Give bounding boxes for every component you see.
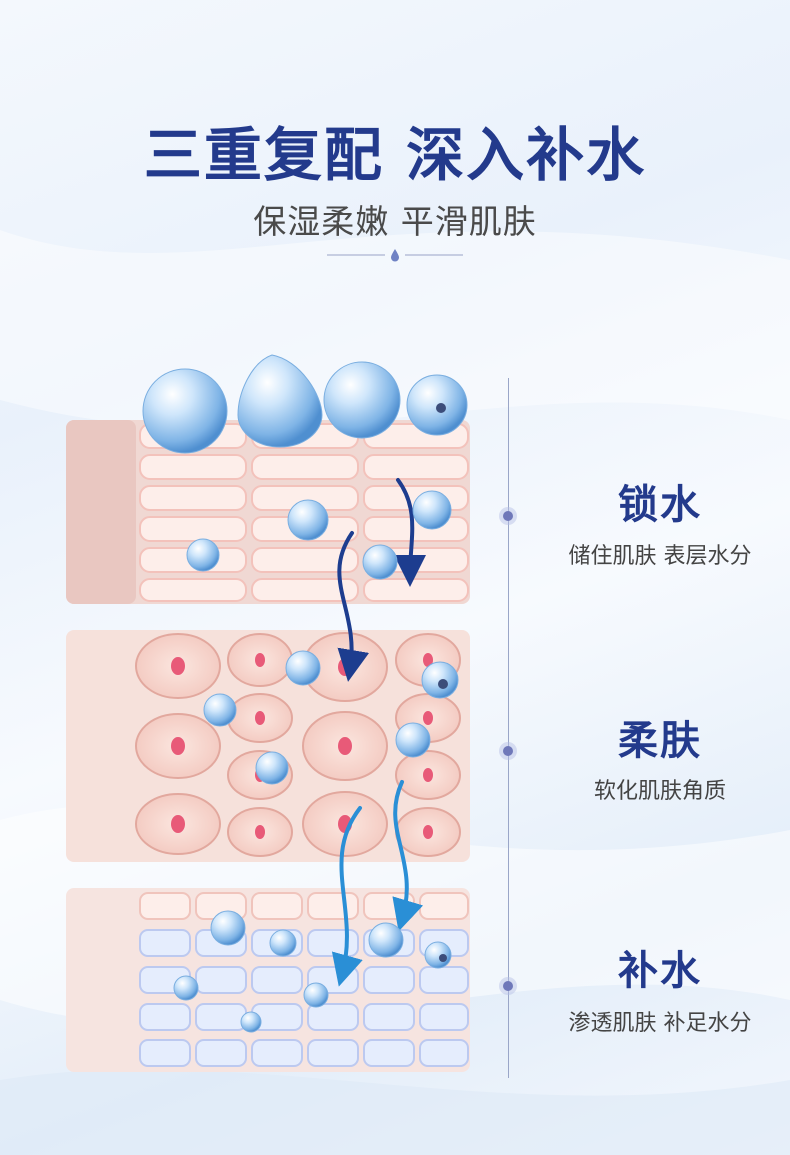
timeline-line (508, 378, 509, 1078)
layer-desc-soften: 软化肌肤角质 (593, 779, 726, 804)
layer-desc-lock: 储住肌肤 表层水分 (568, 544, 752, 569)
water-droplets (142, 354, 468, 1033)
page-title: 三重复配 深入补水 (143, 121, 647, 189)
deep-layer (66, 888, 470, 1072)
cell-layer (66, 630, 470, 862)
layer-title-lock: 锁水 (618, 482, 702, 528)
penetration-arrows (331, 478, 427, 987)
lock-water-dot-icon (503, 511, 513, 521)
soften-skin-dot-icon (503, 746, 513, 756)
page-subtitle: 保湿柔嫩 平滑肌肤 (253, 202, 537, 241)
layer-title-soften: 柔肤 (618, 718, 702, 764)
water-drop-icon (391, 249, 399, 262)
skin-layer-diagram (66, 354, 470, 1072)
layer-title-hydrate: 补水 (618, 948, 702, 994)
title-divider (327, 249, 463, 262)
hydrate-dot-icon (503, 981, 513, 991)
layer-desc-hydrate: 渗透肌肤 补足水分 (568, 1011, 752, 1036)
